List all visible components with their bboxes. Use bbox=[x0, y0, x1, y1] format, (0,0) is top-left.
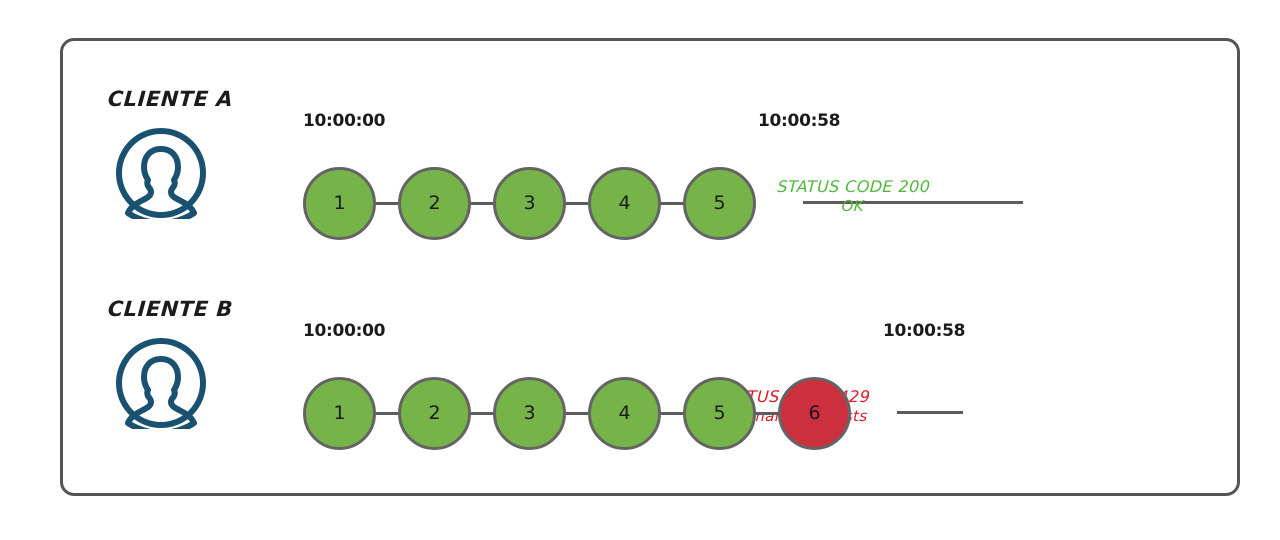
client-row-a: CLIENTE A 10:00:00 10:00:58 1 2 3 bbox=[63, 61, 1237, 251]
request-node[interactable]: 4 bbox=[588, 376, 661, 450]
request-node[interactable]: 2 bbox=[398, 376, 471, 450]
user-avatar-icon bbox=[115, 337, 207, 429]
node-label: 4 bbox=[618, 402, 631, 424]
node-chain-a: 1 2 3 4 5 bbox=[303, 161, 756, 245]
request-node[interactable]: 3 bbox=[493, 166, 566, 240]
tail-connector-b bbox=[897, 411, 963, 414]
node-label: 5 bbox=[713, 402, 726, 424]
node-connector bbox=[376, 411, 398, 415]
node-connector bbox=[471, 411, 493, 415]
node-label: 3 bbox=[523, 402, 536, 424]
request-node[interactable]: 2 bbox=[398, 166, 471, 240]
timestamp-start-a: 10:00:00 bbox=[303, 111, 386, 131]
status-message-line: OK bbox=[841, 197, 865, 215]
tail-connector-a bbox=[803, 201, 1023, 204]
client-a-label: CLIENTE A bbox=[107, 87, 235, 111]
request-node[interactable]: 3 bbox=[493, 376, 566, 450]
node-connector bbox=[661, 411, 683, 415]
client-row-b: CLIENTE B 10:00:00 10:00:58 1 2 3 bbox=[63, 271, 1237, 461]
node-label: 1 bbox=[333, 192, 346, 214]
user-avatar-icon bbox=[115, 127, 207, 219]
node-chain-b: 1 2 3 4 5 6 bbox=[303, 371, 851, 455]
diagram-frame: CLIENTE A 10:00:00 10:00:58 1 2 3 bbox=[60, 38, 1240, 496]
status-badge-a: STATUS CODE 200 OK bbox=[776, 177, 931, 216]
request-node[interactable]: 1 bbox=[303, 166, 376, 240]
node-connector bbox=[661, 201, 683, 205]
status-code-line: STATUS CODE 200 bbox=[777, 177, 931, 196]
request-node[interactable]: 1 bbox=[303, 376, 376, 450]
request-node[interactable]: 4 bbox=[588, 166, 661, 240]
node-label: 2 bbox=[428, 192, 441, 214]
request-node[interactable]: 5 bbox=[683, 166, 756, 240]
client-b-label: CLIENTE B bbox=[107, 297, 234, 321]
node-label: 1 bbox=[333, 402, 346, 424]
node-label: 5 bbox=[713, 192, 726, 214]
node-connector bbox=[376, 201, 398, 205]
timestamp-end-a: 10:00:58 bbox=[758, 111, 841, 131]
node-label: 3 bbox=[523, 192, 536, 214]
node-connector bbox=[756, 411, 778, 415]
request-node-blocked[interactable]: 6 bbox=[778, 376, 851, 450]
node-connector bbox=[566, 411, 588, 415]
node-connector bbox=[471, 201, 493, 205]
node-label: 2 bbox=[428, 402, 441, 424]
node-connector bbox=[566, 201, 588, 205]
request-node[interactable]: 5 bbox=[683, 376, 756, 450]
node-label: 4 bbox=[618, 192, 631, 214]
timestamp-start-b: 10:00:00 bbox=[303, 321, 386, 341]
timestamp-end-b: 10:00:58 bbox=[883, 321, 966, 341]
node-label: 6 bbox=[808, 402, 821, 424]
